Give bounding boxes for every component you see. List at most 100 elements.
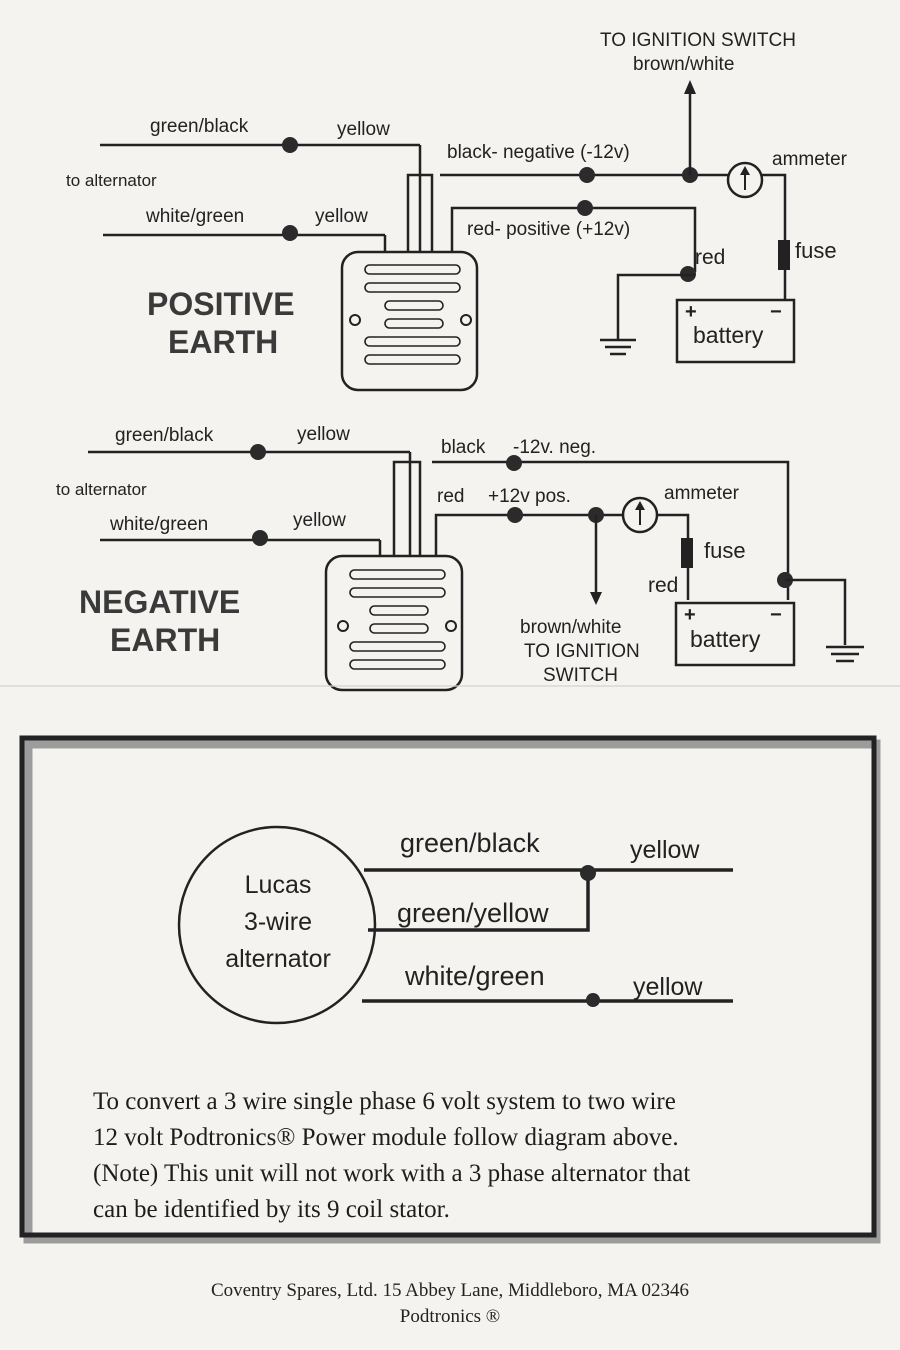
battery-plus: + bbox=[685, 301, 697, 323]
battery-label: battery bbox=[690, 626, 761, 652]
negative-earth-title: EARTH bbox=[110, 622, 220, 658]
green-black-label: green/black bbox=[115, 425, 214, 446]
heatsink-fin bbox=[384, 318, 444, 329]
to-ignition-label: TO IGNITION bbox=[524, 641, 640, 662]
connector-dot bbox=[250, 444, 266, 460]
note-line: 12 volt Podtronics® Power module follow … bbox=[93, 1124, 679, 1151]
connector-dot bbox=[579, 167, 595, 183]
yellow-label: yellow bbox=[630, 836, 700, 864]
fuse-label: fuse bbox=[795, 238, 837, 263]
mounting-hole bbox=[460, 314, 472, 326]
regulator-module-icon bbox=[340, 250, 479, 392]
connector-dot bbox=[282, 137, 298, 153]
connector-dot bbox=[580, 865, 596, 881]
conversion-note: To convert a 3 wire single phase 6 volt … bbox=[93, 1084, 833, 1228]
red-label: red bbox=[695, 246, 725, 269]
heatsink-fin bbox=[349, 569, 446, 580]
connector-dot bbox=[506, 455, 522, 471]
to-alternator-label: to alternator bbox=[56, 480, 147, 499]
heatsink-fin bbox=[349, 641, 446, 652]
regulator-module-icon bbox=[324, 554, 464, 692]
to-alternator-label: to alternator bbox=[66, 171, 157, 190]
alternator-name: alternator bbox=[225, 945, 331, 973]
connector-dot bbox=[282, 225, 298, 241]
heatsink-fin bbox=[364, 336, 461, 347]
green-yellow-label: green/yellow bbox=[397, 898, 549, 928]
down-arrow-icon bbox=[590, 592, 602, 605]
box-frame bbox=[19, 735, 877, 1238]
green-black-label: green/black bbox=[150, 116, 249, 137]
fuse-icon bbox=[681, 538, 693, 568]
alternator-name: 3-wire bbox=[244, 908, 312, 936]
yellow-label: yellow bbox=[337, 119, 390, 140]
connector-dot bbox=[252, 530, 268, 546]
heatsink-fin bbox=[364, 264, 461, 275]
positive-earth-title: EARTH bbox=[168, 324, 278, 360]
alternator-name: Lucas bbox=[245, 871, 312, 899]
alternator-box: Lucas 3-wire alternator green/black yell… bbox=[19, 735, 881, 1244]
black-negative-wire bbox=[432, 460, 790, 600]
connector-dot bbox=[586, 993, 600, 1007]
ammeter-needle-tip bbox=[635, 501, 645, 510]
fuse-icon bbox=[778, 240, 790, 270]
regulator-lead bbox=[406, 173, 434, 255]
heatsink-fin bbox=[349, 659, 446, 670]
battery-minus: − bbox=[770, 301, 782, 323]
up-arrow-icon bbox=[684, 80, 696, 94]
green-black-label: green/black bbox=[400, 828, 540, 858]
black-label: black bbox=[441, 437, 486, 458]
note-line: (Note) This unit will not work with a 3 … bbox=[93, 1160, 691, 1187]
battery-plus: + bbox=[684, 604, 696, 626]
battery-label: battery bbox=[693, 322, 764, 348]
white-green-label: white/green bbox=[109, 514, 208, 535]
to-ignition-label: TO IGNITION SWITCH bbox=[600, 30, 796, 51]
positive-earth-diagram: TO IGNITION SWITCH brown/white green/bla… bbox=[66, 30, 848, 392]
ammeter-label: ammeter bbox=[664, 483, 740, 504]
heatsink-fin bbox=[364, 354, 461, 365]
ammeter-label: ammeter bbox=[772, 149, 848, 170]
ground-wire bbox=[785, 578, 847, 645]
regulator-lead bbox=[392, 460, 422, 560]
connector-dot bbox=[577, 200, 593, 216]
battery-minus: − bbox=[770, 604, 782, 626]
yellow-label: yellow bbox=[633, 973, 703, 1001]
heatsink-fin bbox=[369, 605, 429, 616]
yellow-label: yellow bbox=[315, 206, 368, 227]
negative-12v-label: -12v. neg. bbox=[513, 437, 596, 458]
mounting-hole bbox=[337, 620, 349, 632]
positive-12v-label: +12v pos. bbox=[488, 486, 571, 507]
negative-earth-title: NEGATIVE bbox=[79, 584, 240, 620]
heatsink-fin bbox=[384, 300, 444, 311]
green-yellow-wire bbox=[368, 870, 590, 932]
ground-wire bbox=[616, 273, 695, 340]
battery-icon bbox=[675, 298, 796, 364]
red-positive-wire bbox=[450, 206, 697, 272]
heatsink-fin bbox=[369, 623, 429, 634]
brown-white-label: brown/white bbox=[520, 617, 621, 638]
black-negative-label: black- negative (-12v) bbox=[447, 142, 630, 163]
red-label: red bbox=[648, 574, 678, 597]
ammeter-to-battery-wire bbox=[657, 513, 690, 600]
white-green-label: white/green bbox=[145, 206, 244, 227]
ammeter-needle-tip bbox=[740, 166, 750, 175]
alternator-circle-icon bbox=[177, 825, 377, 1025]
mounting-hole bbox=[349, 314, 361, 326]
white-green-label: white/green bbox=[404, 961, 545, 991]
negative-earth-diagram: green/black yellow to alternator white/g… bbox=[56, 424, 864, 692]
switch-label: SWITCH bbox=[543, 665, 618, 686]
footer-brand: Podtronics ® bbox=[399, 1306, 501, 1327]
connector-dot bbox=[507, 507, 523, 523]
yellow-label: yellow bbox=[293, 510, 346, 531]
heatsink-fin bbox=[364, 282, 461, 293]
red-label: red bbox=[437, 486, 464, 507]
footer-address: Coventry Spares, Ltd. 15 Abbey Lane, Mid… bbox=[210, 1280, 690, 1301]
red-positive-wire bbox=[434, 513, 622, 560]
positive-earth-title: POSITIVE bbox=[147, 286, 295, 322]
brown-white-label: brown/white bbox=[633, 54, 734, 75]
yellow-label: yellow bbox=[297, 424, 350, 445]
note-line: To convert a 3 wire single phase 6 volt … bbox=[93, 1088, 676, 1115]
heatsink-fin bbox=[349, 587, 446, 598]
battery-icon bbox=[674, 601, 796, 667]
red-positive-label: red- positive (+12v) bbox=[467, 219, 630, 240]
